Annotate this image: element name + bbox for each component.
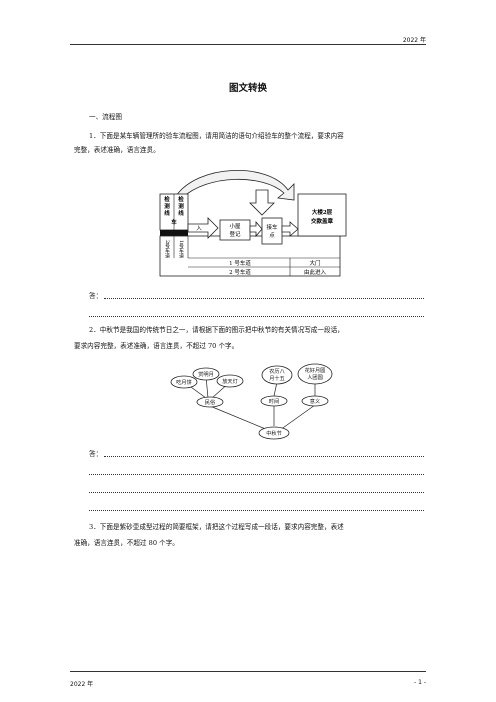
register-label-1: 小屋 [229,222,241,230]
arrow-to-building-icon [281,221,299,237]
question-3-line-1: 3．下面是紫砂壶成型过程的简要框架，请把这个过程写成一段话，要求内容完整，表述 [89,523,344,531]
answer-line[interactable] [89,316,424,317]
meaning-label-1: 花好月圆 [305,366,326,374]
date-label-2: 月十五 [269,374,285,382]
node-significance [301,395,329,407]
festival-label: 中秋节 [266,429,282,437]
node-customs [196,396,224,408]
header-rule [70,44,426,45]
answer-line[interactable] [89,492,424,493]
lane-1-vertical-label: 1号车道 [178,240,184,260]
node-date [261,365,293,385]
question-3-line-2: 准确，语言连贯，不超过 80 个字。 [74,539,179,547]
building-box [297,193,347,237]
mooncake-label: 吃月饼 [176,378,192,386]
page-number: - 1 - [414,679,426,686]
answer-label-1: 答： [89,292,103,300]
building-label-1: 大楼2层 [312,208,333,216]
detection-line-b-char-3: 线 [178,209,184,217]
gate-label-1: 大门 [309,259,320,267]
vehicle-inspection-flowchart: 检 测 线 检 测 线 车 2号车道 1号车道 入 小屋 登记 接车 点 大楼2… [159,170,347,277]
lantern-label: 放天灯 [222,377,238,385]
detection-line-a-char-2: 测 [164,202,170,210]
detection-line-b-char-2: 测 [178,202,184,210]
lane-2-label: 2 号车道 [229,268,251,276]
question-1-line-2: 完整，表述准确，语言连贯。 [74,146,160,154]
node-meaning [297,363,333,385]
answer-line[interactable] [104,456,424,457]
header-year: 2022 年 [402,37,426,44]
node-time [260,395,288,407]
car-label: 车 [171,218,177,226]
footer-rule [70,671,426,672]
down-arrow-icon [249,189,275,216]
date-label-1: 农历八 [269,367,285,375]
detection-line-b-char-1: 检 [178,195,184,203]
node-mooncake [170,375,198,389]
footer-year: 2022 年 [70,681,94,688]
pickup-point-box [261,217,283,245]
mid-autumn-concept-map: 吃月饼 赏明月 放天灯 农历八 月十五 花好月圆 人团圆 民俗 时间 意义 中秋… [170,363,333,440]
node-festival [258,426,290,440]
significance-label: 意义 [310,397,320,405]
page-title: 图文转换 [228,83,267,94]
building-label-2: 交款盖章 [311,217,334,225]
answer-line[interactable] [89,474,424,475]
gate-label-2: 由此进入 [304,268,327,276]
register-label-2: 登记 [229,230,241,238]
arrow-to-pickup-icon [249,220,263,238]
curved-arrow-icon [175,170,295,201]
question-2-line-1: 2．中秋节是我国的传统节日之一，请根据下面的图示把中秋节的有关情况写成一段话， [89,326,344,334]
enter-label: 入 [196,226,202,232]
customs-label: 民俗 [205,398,216,406]
answer-label-2: 答： [89,450,103,458]
node-lantern [216,374,244,388]
detection-line-a-char-1: 检 [164,195,170,203]
black-divider-bar [160,230,188,236]
section-heading-flowchart: 一、流程图 [89,113,122,121]
question-1-line-1: 1．下面是某车辆管理所的验车流程图，请用简洁的语句介绍验车的整个流程，要求内容 [89,132,344,140]
time-label: 时间 [269,397,279,405]
meaning-label-2: 人团圆 [307,374,323,381]
detection-line-a-char-3: 线 [164,209,170,217]
pickup-label-2: 点 [269,232,275,239]
answer-line[interactable] [89,510,424,511]
node-moonwatch [192,367,220,381]
lane-2-vertical-label: 2号车道 [164,240,170,260]
question-2-line-2: 要求内容完整，表述准确，语言连贯，不超过 70 个字。 [74,342,239,350]
answer-line[interactable] [104,298,424,299]
pickup-label-1: 接车 [266,223,278,231]
moonwatch-label: 赏明月 [198,370,214,378]
lane-1-label: 1 号车道 [229,259,251,267]
enter-arrow-icon [187,217,219,239]
